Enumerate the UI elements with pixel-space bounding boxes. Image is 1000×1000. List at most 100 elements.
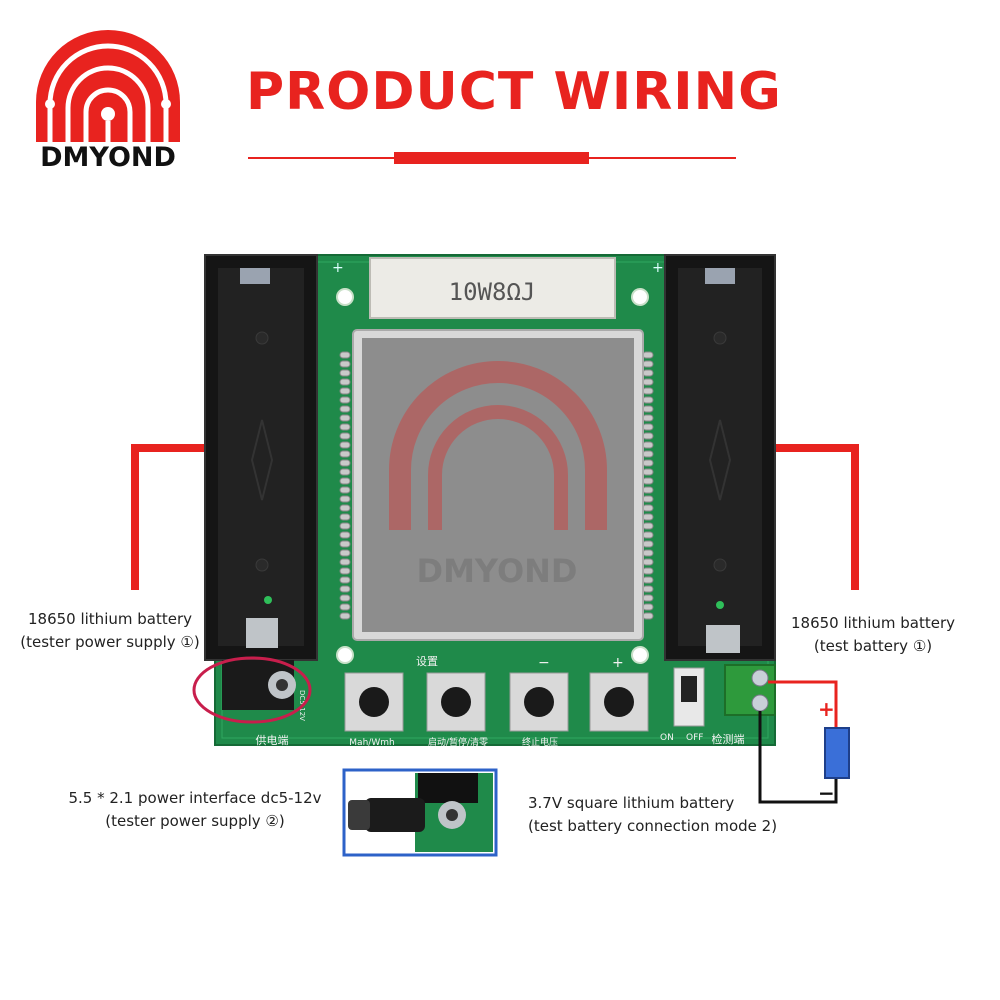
lcd-pin <box>339 351 351 359</box>
watermark-logo-icon <box>389 361 607 530</box>
lcd-pin <box>339 540 351 548</box>
lcd-pin <box>339 360 351 368</box>
lcd-pin <box>642 369 654 377</box>
lcd-screen: DMYOND <box>352 329 644 641</box>
lcd-pin <box>642 477 654 485</box>
button-cap <box>441 687 471 717</box>
lcd-pin <box>339 477 351 485</box>
button-top-label-minus: − <box>538 655 550 671</box>
square-battery-wiring <box>758 680 838 804</box>
button-bottom-label-2: 启动/暂停/清零 <box>428 736 488 748</box>
lcd-pin <box>642 495 654 503</box>
lcd-pin <box>339 432 351 440</box>
lcd-pin <box>642 468 654 476</box>
button-cap <box>524 687 554 717</box>
lcd-pin <box>339 468 351 476</box>
lcd-pin <box>339 522 351 530</box>
lcd-pin <box>642 594 654 602</box>
lcd-pin <box>642 378 654 386</box>
lcd-pin <box>642 612 654 620</box>
watermark-text: DMYOND <box>417 552 578 590</box>
power-interface-label-line1: 5.5 * 2.1 power interface dc5-12v <box>68 789 322 807</box>
lcd-pin <box>339 396 351 404</box>
logo-arc-icon <box>36 30 180 142</box>
lcd-pin <box>339 495 351 503</box>
lcd-pin <box>642 513 654 521</box>
dc-jack-icon <box>222 660 296 710</box>
pcb-plus-right: + <box>652 260 664 276</box>
lcd-pin <box>339 414 351 422</box>
lcd-pin <box>642 558 654 566</box>
lcd-pins-left <box>339 351 351 620</box>
power-interface-label: 5.5 * 2.1 power interface dc5-12v (teste… <box>50 787 340 833</box>
lcd-pin <box>339 594 351 602</box>
lcd-pin <box>339 567 351 575</box>
resistor-marking: 10W8ΩJ <box>449 278 536 306</box>
right-battery-label-line1: 18650 lithium battery <box>790 614 955 632</box>
right-battery-label: 18650 lithium battery (test battery ①) <box>780 612 966 658</box>
red-wires <box>131 444 859 590</box>
lcd-pin <box>339 531 351 539</box>
lcd-pin <box>642 459 654 467</box>
lcd-pin <box>339 603 351 611</box>
screw-terminal-icon <box>724 664 776 716</box>
toggle-switch-icon <box>673 667 705 727</box>
lcd-pin <box>339 612 351 620</box>
brand-name: DMYOND <box>40 142 176 173</box>
lcd-pin <box>339 549 351 557</box>
lcd-pin <box>642 441 654 449</box>
lcd-pin <box>339 423 351 431</box>
lcd-pin <box>339 369 351 377</box>
lcd-pin <box>339 441 351 449</box>
button-cap <box>359 687 389 717</box>
lcd-pin <box>642 405 654 413</box>
lcd-pin <box>339 387 351 395</box>
lcd-pin <box>642 414 654 422</box>
lcd-pin <box>642 603 654 611</box>
power-port-label: 供电端 <box>256 733 289 747</box>
lcd-pin <box>642 540 654 548</box>
battery-holder-left <box>204 254 318 661</box>
square-battery-label-line1: 3.7V square lithium battery <box>528 794 735 812</box>
lcd-pin <box>642 576 654 584</box>
lcd-pin <box>642 387 654 395</box>
lcd-pin <box>642 531 654 539</box>
lcd-pin <box>339 405 351 413</box>
left-battery-label-line1: 18650 lithium battery <box>27 610 192 628</box>
lcd-pin <box>642 432 654 440</box>
polarity-plus: + <box>818 697 835 721</box>
lcd-pin <box>642 549 654 557</box>
lcd-pin <box>642 396 654 404</box>
lcd-pin <box>339 378 351 386</box>
lcd-pin <box>642 360 654 368</box>
dc-jack-highlight <box>192 656 312 724</box>
lcd-pin <box>339 585 351 593</box>
buttons <box>344 672 649 732</box>
lcd-pin <box>339 576 351 584</box>
lcd-pin <box>339 459 351 467</box>
button-bottom-label-3: 终止电压 <box>522 736 558 748</box>
mounting-holes <box>336 288 649 664</box>
switch-label-on: ON <box>660 733 674 743</box>
title-underline-accent <box>394 152 589 164</box>
lcd-pin <box>642 351 654 359</box>
lcd-pin <box>339 450 351 458</box>
battery-holder-right <box>664 254 776 661</box>
button-cap <box>604 687 634 717</box>
right-battery-label-line2: (test battery ①) <box>813 637 933 655</box>
left-battery-label-line2: (tester power supply ①) <box>20 633 200 651</box>
page-title: PRODUCT WIRING <box>246 62 782 122</box>
lcd-pin <box>642 585 654 593</box>
brand-logo: DMYOND <box>28 22 188 173</box>
switch-label-off: OFF <box>686 733 703 743</box>
button-bottom-label-1: Mah/Wmh <box>349 738 394 748</box>
left-battery-label: 18650 lithium battery (tester power supp… <box>10 608 210 654</box>
lcd-pin <box>339 486 351 494</box>
lcd-pin <box>642 486 654 494</box>
battery-icon <box>824 727 850 779</box>
lcd-pin <box>339 558 351 566</box>
pcb-plus-left: + <box>332 260 344 276</box>
power-interface-label-line2: (tester power supply ②) <box>105 812 285 830</box>
lcd-pin <box>642 522 654 530</box>
